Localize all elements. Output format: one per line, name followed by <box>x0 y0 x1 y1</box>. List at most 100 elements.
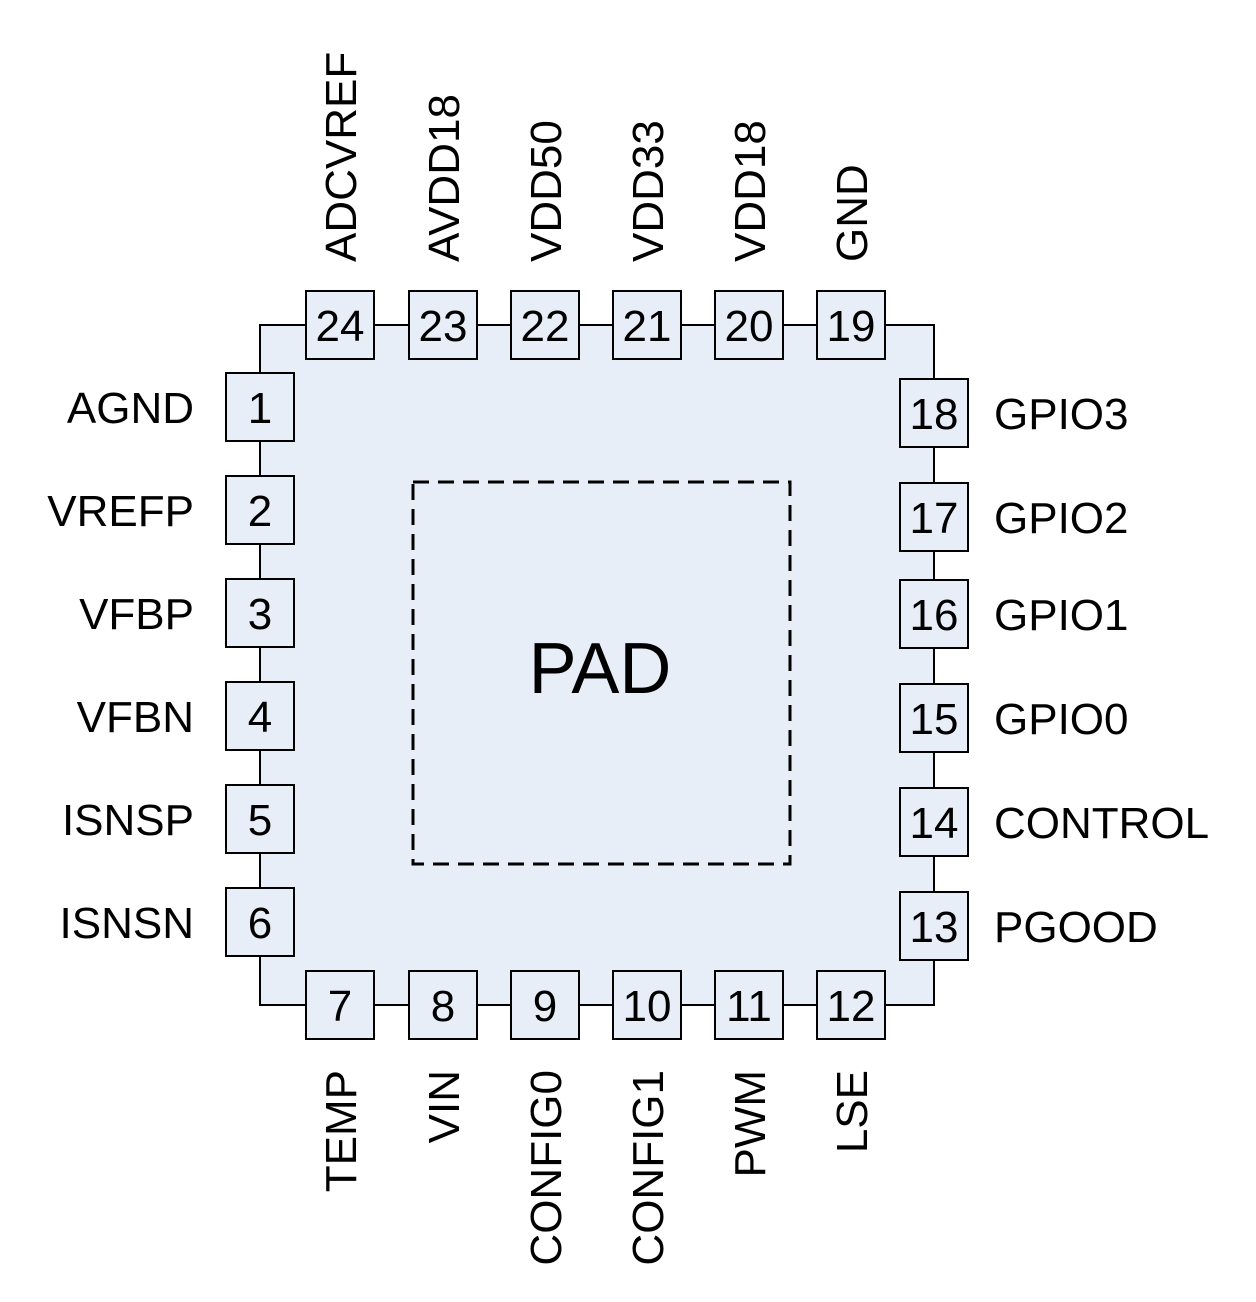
pin-number: 20 <box>725 302 774 351</box>
pin-number: 6 <box>248 899 272 948</box>
pin-4: 4 VFBN <box>77 681 295 751</box>
pin-box <box>612 290 682 360</box>
pin-box <box>225 887 295 957</box>
pin-number: 4 <box>248 693 272 742</box>
pin-name: PGOOD <box>994 903 1158 952</box>
pin-number: 9 <box>533 982 557 1031</box>
pin-box <box>899 482 969 552</box>
pin-box <box>408 290 478 360</box>
pin-name: GPIO3 <box>994 390 1129 439</box>
pin-box <box>305 290 375 360</box>
pin-number: 21 <box>623 302 672 351</box>
pin-21: 21 VDD33 <box>612 120 682 360</box>
pin-name: PWM <box>726 1070 775 1178</box>
pin-box <box>899 891 969 961</box>
pin-name: GPIO0 <box>994 695 1129 744</box>
pin-name: VDD50 <box>522 120 571 262</box>
package-body <box>259 324 935 1006</box>
pin-19: 19 GND <box>816 164 886 360</box>
pin-name: VFBP <box>79 590 194 639</box>
pin-box <box>225 475 295 545</box>
pin-number: 19 <box>827 302 876 351</box>
pin-box <box>225 681 295 751</box>
pin-box <box>225 372 295 442</box>
pin-box <box>899 683 969 753</box>
pin-number: 11 <box>726 982 772 1031</box>
pin-24: 24 ADCVREF <box>305 52 375 360</box>
pin-number: 22 <box>521 302 570 351</box>
pin-13: 13 PGOOD <box>899 891 1158 961</box>
pin-number: 7 <box>328 982 352 1031</box>
pin-name: ADCVREF <box>317 52 366 262</box>
pin-box <box>305 970 375 1040</box>
pin-23: 23 AVDD18 <box>408 94 478 360</box>
pin-name: CONTROL <box>994 799 1209 848</box>
pin-number: 17 <box>910 494 959 543</box>
pin-name: GPIO2 <box>994 494 1129 543</box>
pin-box <box>899 579 969 649</box>
pin-box <box>816 970 886 1040</box>
pin-number: 18 <box>910 390 959 439</box>
pin-3: 3 VFBP <box>79 578 295 648</box>
pad-label: PAD <box>529 629 672 709</box>
pin-box <box>408 970 478 1040</box>
pin-17: 17 GPIO2 <box>899 482 1129 552</box>
pin-number: 2 <box>248 487 272 536</box>
pin-name: VFBN <box>77 693 194 742</box>
pin-box <box>510 970 580 1040</box>
pin-name: AGND <box>67 384 194 433</box>
pin-box <box>816 290 886 360</box>
pin-name: TEMP <box>317 1070 366 1192</box>
pin-name: ISNSN <box>60 899 194 948</box>
pin-number: 23 <box>419 302 468 351</box>
pin-box <box>899 378 969 448</box>
pin-name: ISNSP <box>62 796 194 845</box>
pin-number: 15 <box>910 695 959 744</box>
pin-box <box>612 970 682 1040</box>
pin-number: 3 <box>248 590 272 639</box>
pin-16: 16 GPIO1 <box>899 579 1129 649</box>
pin-1: 1 AGND <box>67 372 295 442</box>
pin-name: CONFIG1 <box>624 1070 673 1266</box>
pin-box <box>225 578 295 648</box>
pin-name: GPIO1 <box>994 591 1129 640</box>
pin-number: 16 <box>910 591 959 640</box>
pin-14: 14 CONTROL <box>899 787 1209 857</box>
pin-number: 10 <box>623 982 672 1031</box>
pin-box <box>225 784 295 854</box>
pin-box <box>899 787 969 857</box>
pin-number: 8 <box>431 982 455 1031</box>
pin-name: GND <box>828 164 877 262</box>
pin-number: 24 <box>316 302 365 351</box>
pin-5: 5 ISNSP <box>62 784 295 854</box>
pin-number: 12 <box>827 982 876 1031</box>
pins-layer: 1 AGND 2 VREFP 3 VFBP 4 VFBN 5 ISNSP 6 ISNSN 13 PGOOD… <box>47 52 1209 1266</box>
pin-22: 22 VDD50 <box>510 120 580 360</box>
pin-name: VDD33 <box>624 120 673 262</box>
exposed-pad <box>411 480 792 866</box>
pin-2: 2 VREFP <box>47 475 295 545</box>
pin-number: 13 <box>910 903 959 952</box>
pin-name: AVDD18 <box>420 94 469 262</box>
pin-number: 5 <box>248 796 272 845</box>
pin-number: 1 <box>248 384 272 433</box>
pin-name: VREFP <box>47 487 194 536</box>
pin-6: 6 ISNSN <box>60 887 295 957</box>
pin-box <box>714 970 784 1040</box>
pin-box <box>510 290 580 360</box>
pin-20: 20 VDD18 <box>714 120 784 360</box>
pin-18: 18 GPIO3 <box>899 378 1129 448</box>
pin-number: 14 <box>910 799 959 848</box>
pin-name: VDD18 <box>726 120 775 262</box>
pin-name: LSE <box>828 1070 877 1153</box>
pin-15: 15 GPIO0 <box>899 683 1129 753</box>
pin-name: VIN <box>420 1070 469 1143</box>
pin-box <box>714 290 784 360</box>
